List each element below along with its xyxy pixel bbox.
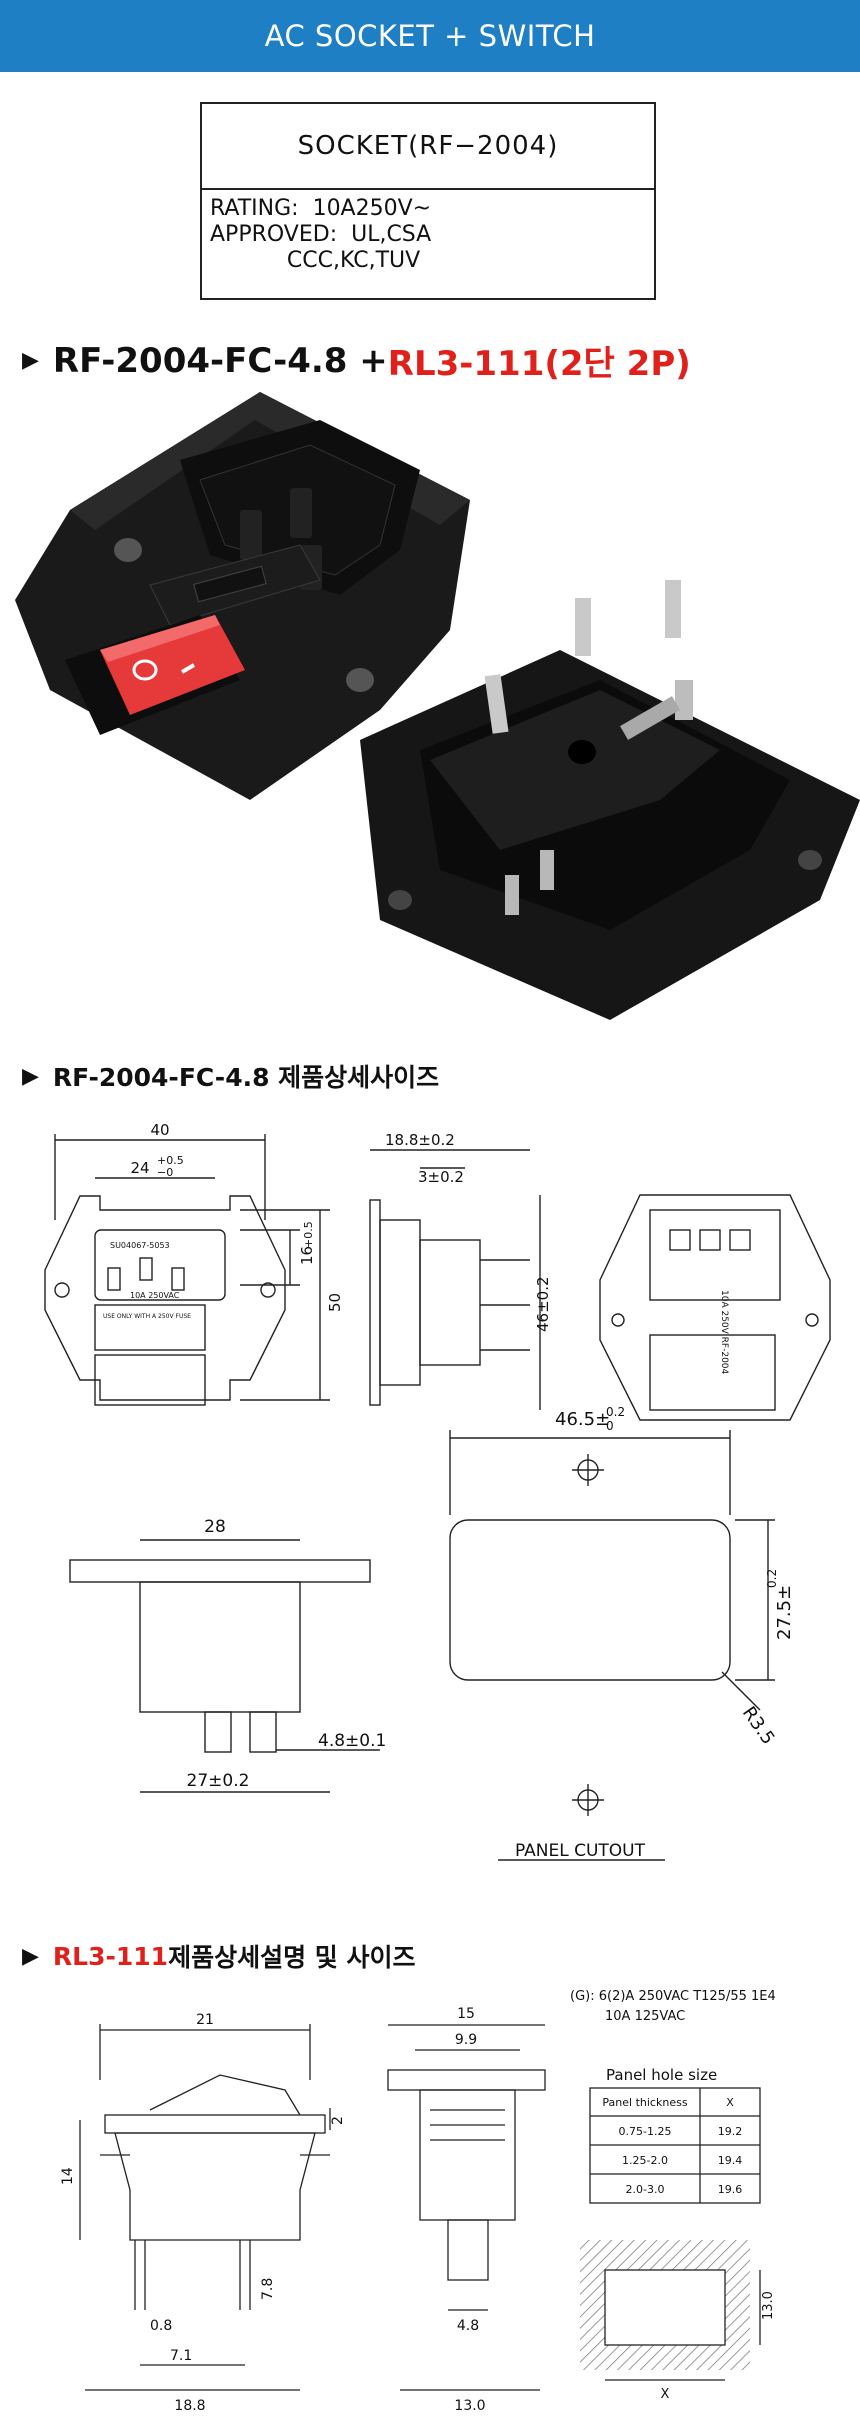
terminal-pin: [665, 580, 681, 638]
dim-15: 15: [457, 2006, 475, 2022]
section-heading-rest: 제품상세설명 및 사이즈: [168, 1943, 416, 1972]
hole-height: 13.0: [761, 2291, 776, 2320]
rear-socket-unit: [360, 580, 860, 1020]
table-head-x: X: [726, 2096, 734, 2109]
spec-box: SOCKET(RF−2004) RATING: 10A250V~ APPROVE…: [200, 102, 656, 300]
dim-2: 2: [330, 2116, 346, 2125]
switch-front-drawing: [79, 2024, 331, 2391]
cutout-label: PANEL CUTOUT: [515, 1841, 646, 1861]
dim-3: 3±0.2: [418, 1168, 464, 1186]
cutout-width-tol-bot: 0: [606, 1419, 614, 1433]
dim-14: 14: [60, 2167, 76, 2185]
spec-title: SOCKET(RF−2004): [202, 104, 654, 190]
dim-18-8: 18.8±0.2: [385, 1131, 455, 1149]
hole-x: X: [661, 2387, 670, 2402]
banner: AC SOCKET + SWITCH: [0, 0, 860, 72]
front-view-drawing: [44, 1134, 330, 1406]
g-rating-1: (G): 6(2)A 250VAC T125/55 1E4: [570, 1989, 776, 2004]
switch-side-drawing: [387, 2024, 546, 2391]
spec-approved-2: CCC,KC,TUV: [210, 248, 421, 273]
section-heading-red: RL3-111: [52, 1941, 169, 1971]
terminal-pin: [484, 674, 509, 734]
dim-4-8-switch: 4.8: [457, 2318, 479, 2334]
dim-46: 46±0.2: [534, 1276, 552, 1332]
spec-rating: RATING: 10A250V~: [210, 196, 432, 221]
spec-approved: APPROVED: UL,CSA: [210, 222, 432, 247]
cutout-width: 46.5±: [555, 1409, 610, 1430]
table-cell: 19.6: [718, 2183, 743, 2196]
dim-7-1: 7.1: [170, 2348, 192, 2364]
cutout-height: 27.5±: [774, 1585, 795, 1640]
terminal-pin: [575, 598, 591, 656]
face-fuse-text: USE ONLY WITH A 250V FUSE: [103, 1313, 191, 1320]
triangle-bullet-icon: ▶: [22, 1943, 39, 1969]
section-heading-switch: ▶ RL3-111 제품상세설명 및 사이즈: [22, 1938, 415, 1974]
table-cell: 2.0-3.0: [626, 2183, 665, 2196]
mounting-hole-icon: [346, 668, 374, 692]
dim-0-8: 0.8: [150, 2318, 172, 2334]
section-heading-part1: RF-2004-FC-4.8 +: [52, 340, 388, 381]
back-label: 10A 250V RF-2004: [719, 1290, 729, 1375]
dim-24: 24: [130, 1159, 149, 1177]
dim-28: 28: [204, 1517, 226, 1537]
dim-16-tol: +0.5: [302, 1221, 315, 1248]
mounting-hole-icon: [114, 538, 142, 562]
dim-16: 16: [298, 1246, 316, 1265]
dim-24-tol-top: +0.5: [157, 1154, 184, 1167]
triangle-bullet-icon: ▶: [22, 348, 39, 373]
dim-7-8: 7.8: [260, 2278, 276, 2300]
cutout-height-tol: 0.2: [765, 1569, 779, 1588]
dim-18-8-switch: 18.8: [174, 2398, 205, 2414]
banner-title: AC SOCKET + SWITCH: [264, 19, 596, 53]
table-title: Panel hole size: [606, 2066, 717, 2084]
table-cell: 0.75-1.25: [619, 2125, 672, 2138]
section-heading-label: RF-2004-FC-4.8 제품상세사이즈: [52, 1063, 440, 1092]
back-view-drawing: [599, 1194, 831, 1421]
g-rating-2: 10A 125VAC: [605, 2009, 685, 2024]
panel-hole-table: [589, 2087, 761, 2204]
cutout-width-tol-top: 0.2: [606, 1405, 625, 1419]
table-head-thickness: Panel thickness: [602, 2096, 687, 2109]
table-cell: 19.2: [718, 2125, 743, 2138]
panel-cutout-drawing: [449, 1430, 775, 1861]
table-cell: 19.4: [718, 2154, 743, 2167]
section-heading-product: ▶ RF-2004-FC-4.8 + RL3-111(2단 2P): [22, 336, 691, 385]
table-cell: 1.25-2.0: [622, 2154, 668, 2167]
face-rating: 10A 250VAC: [130, 1291, 180, 1300]
dim-24-tol-bot: −0: [157, 1166, 173, 1179]
dim-9-9: 9.9: [455, 2032, 477, 2048]
triangle-bullet-icon: ▶: [22, 1063, 39, 1089]
socket-dimension-drawings: 40 24 +0.5 −0 16 +0.5 50 SU04067-5053 10…: [44, 1121, 831, 1861]
panel-hole-drawing: [580, 2240, 761, 2381]
dim-21: 21: [196, 2012, 214, 2028]
section-heading-part2: RL3-111(2단 2P): [387, 344, 691, 384]
switch-on-icon: [180, 663, 196, 674]
face-code: SU04067-5053: [110, 1241, 170, 1250]
dim-27: 27±0.2: [187, 1771, 250, 1791]
cutout-radius: R3.5: [738, 1703, 779, 1749]
dim-50: 50: [326, 1293, 344, 1312]
dim-13-switch: 13.0: [454, 2398, 485, 2414]
switch-off-icon: [132, 659, 158, 681]
dim-4-8: 4.8±0.1: [318, 1731, 386, 1751]
front-socket-unit: [15, 392, 470, 800]
switch-dimension-drawings: 21 14 2 0.8 7.8 7.1 18.8 15 9.9 4.8 13.0…: [60, 1989, 776, 2414]
dim-40: 40: [150, 1121, 169, 1139]
bottom-view-drawing: [69, 1539, 380, 1793]
terminal-pin: [675, 680, 693, 720]
section-heading-dimensions: ▶ RF-2004-FC-4.8 제품상세사이즈: [22, 1058, 439, 1094]
side-view-drawing: [369, 1149, 541, 1410]
product-photo: [15, 392, 860, 1020]
